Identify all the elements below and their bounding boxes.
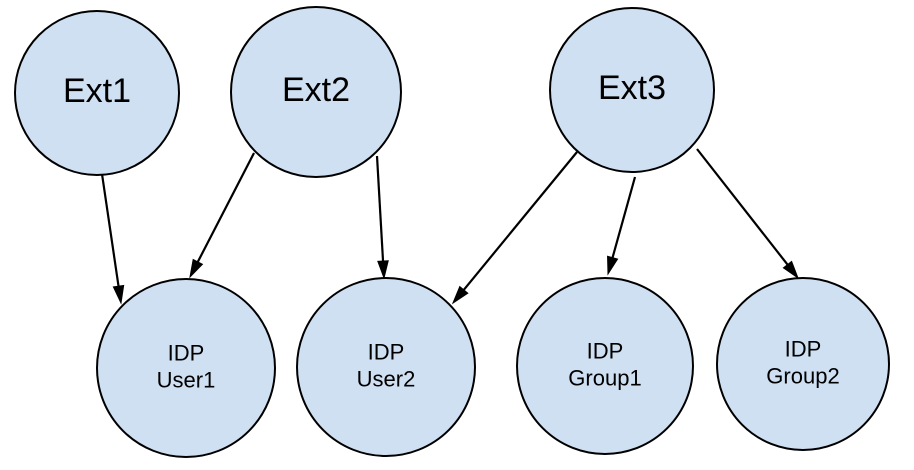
node-circle-idp-user2[interactable] bbox=[296, 277, 476, 457]
edge-ext1-to-idp-user1: Ext1 → IDP User1 bbox=[100, 173, 125, 305]
edge-ext2-to-idp-user1: Ext2 → IDP User1 bbox=[189, 152, 255, 279]
edge-line bbox=[461, 151, 578, 293]
node-circle-idp-group1[interactable] bbox=[516, 277, 694, 455]
edge-line bbox=[100, 173, 121, 290]
node-circle-ext3[interactable] bbox=[549, 7, 715, 173]
edge-ext3-to-idp-group2: Ext3 → IDP Group2 bbox=[696, 148, 800, 280]
edge-ext2-to-idp-user2: Ext2 → IDP User2 bbox=[375, 155, 389, 280]
edge-ext3-to-idp-group1: Ext3 → IDP Group1 bbox=[607, 176, 637, 276]
arrowhead-icon bbox=[112, 284, 125, 305]
edge-line bbox=[610, 176, 637, 261]
edge-ext3-to-idp-user2: Ext3 → IDP User2 bbox=[451, 151, 578, 305]
arrowhead-icon bbox=[189, 258, 204, 279]
node-circle-ext2[interactable] bbox=[230, 6, 402, 178]
arrowhead-icon bbox=[451, 285, 469, 305]
arrowhead-icon bbox=[607, 255, 619, 276]
node-circle-idp-group2[interactable] bbox=[716, 277, 890, 451]
edge-line bbox=[195, 152, 255, 266]
node-circle-idp-user1[interactable] bbox=[96, 278, 276, 458]
edge-line bbox=[696, 148, 791, 268]
node-circle-ext1[interactable] bbox=[14, 10, 180, 176]
node-ext1[interactable]: Ext1 bbox=[14, 10, 180, 176]
arrowhead-icon bbox=[782, 260, 800, 280]
node-ext3[interactable]: Ext3 bbox=[549, 7, 715, 173]
edges-layer: Ext1 → IDP User1 Ext2 → IDP User1 Ext2 → I… bbox=[100, 148, 800, 305]
arrowhead-icon bbox=[377, 260, 389, 280]
edge-line bbox=[375, 155, 385, 265]
node-ext2[interactable]: Ext2 bbox=[230, 6, 402, 178]
